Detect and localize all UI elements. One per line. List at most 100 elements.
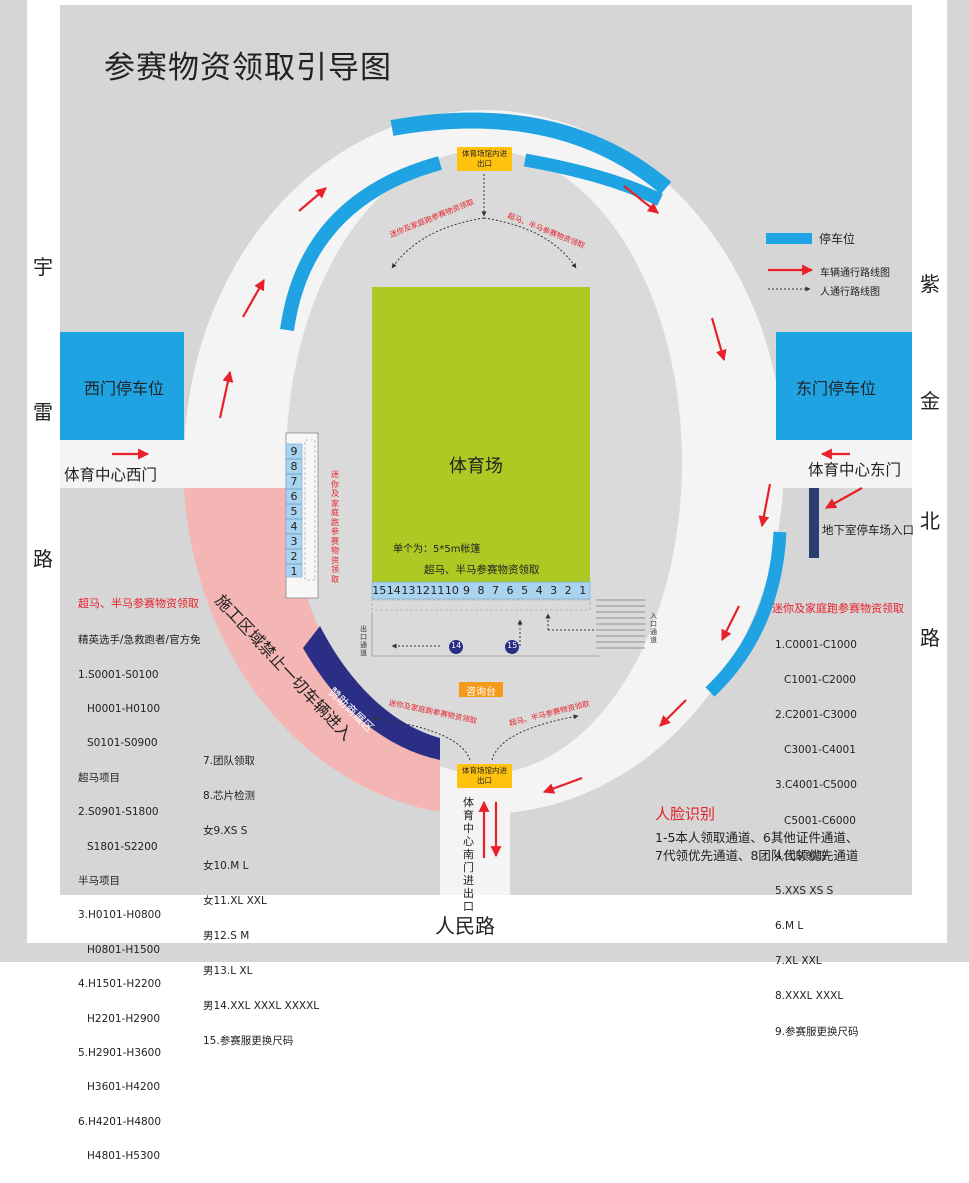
middle-list-item: 7.团队领取 [203, 754, 256, 767]
circle-14 [449, 640, 463, 654]
east-road [912, 0, 947, 962]
map-graphics [0, 0, 969, 962]
side-tent-9: 9 [290, 445, 298, 458]
right-list-item: 3.C4001-C5000 [775, 779, 857, 792]
left-list-item: S0101-S0900 [87, 737, 158, 750]
legend-vehicle-label: 车辆通行路线图 [820, 268, 890, 279]
right-list-item: 7.XL XXL [775, 955, 822, 968]
east-gate-label: 体育中心东门 [808, 461, 902, 479]
left-list-item: 超马项目 [78, 771, 120, 784]
middle-list-item: 8.芯片检测 [203, 789, 256, 802]
left-list-item: 1.S0001-S0100 [78, 668, 159, 681]
west-road-char-3: 路 [33, 547, 53, 571]
left-list-item: H2201-H2900 [87, 1012, 161, 1025]
west-gate-label: 体育中心西门 [64, 466, 158, 484]
tent-unit-label: 单个为：5*5m帐篷 [393, 544, 481, 555]
left-list-item: 4.H1501-H2200 [78, 978, 162, 991]
tent-4: 4 [535, 584, 543, 597]
side-tent-label: 迷你及家庭跑参赛物资领取 [331, 470, 339, 584]
west-parking-label: 西门停车位 [84, 379, 165, 398]
east-road-char-1: 紫 [920, 272, 940, 296]
left-list-item: 3.H0101-H0800 [78, 909, 162, 922]
side-tent-6: 6 [290, 490, 298, 503]
side-tent-column [285, 432, 319, 599]
east-parking [776, 332, 912, 440]
side-tent-7: 7 [290, 475, 298, 488]
right-list-item: C5001-C6000 [784, 814, 856, 827]
right-list-item: C3001-C4001 [784, 744, 856, 757]
tent-8: 8 [477, 584, 485, 597]
north-exit-box [457, 147, 512, 171]
middle-list-item: 15.参赛服更换尺码 [203, 1034, 294, 1047]
parking-arc-east [705, 531, 787, 697]
tent-1: 1 [579, 584, 587, 597]
south-exit-box [457, 764, 512, 788]
tent-7: 7 [492, 584, 500, 597]
left-list-item: 5.H2901-H3600 [78, 1047, 162, 1060]
bottom-tent-row [371, 581, 600, 657]
tent-bottom-numbers: 15 14 13 12 11 10 9 8 7 6 5 4 3 2 1 [372, 583, 590, 599]
middle-list-item: 女10.M L [203, 859, 249, 872]
side-tent-4: 4 [290, 520, 298, 533]
right-list-item: 9.参赛服更换尺码 [775, 1025, 859, 1038]
right-list-item: 1.C0001-C1000 [775, 638, 857, 651]
circle-14-label: 14 [451, 641, 462, 650]
parking-arc-northeast [523, 153, 663, 206]
middle-list: 7.团队领取 8.芯片检测 女9.XS S 女10.M L 女11.XL XXL… [203, 735, 319, 1068]
entry-lanes [596, 599, 645, 649]
left-list-heading: 超马、半马参赛物资领取 [78, 597, 199, 610]
middle-list-item: 女11.XL XXL [203, 894, 267, 907]
stadium-field [372, 287, 590, 585]
right-list-item: C1001-C2000 [784, 673, 856, 686]
east-road-char-3: 北 [920, 509, 940, 533]
consult-desk [459, 682, 503, 697]
face-line-1: 1-5本人领取通道、6其他证件通道、 [655, 830, 859, 845]
south-road [27, 895, 947, 943]
south-exit-label: 体育场馆内进出口 [462, 766, 507, 785]
left-list-item: S1801-S2200 [87, 840, 158, 853]
side-tent-5: 5 [290, 505, 298, 518]
left-list: 精英选手/急救跑者/官方免 1.S0001-S0100 H0001-H0100 … [78, 615, 201, 1183]
face-line-2: 7代领优先通道、8团队代领优先通道 [655, 848, 859, 863]
underground-parking-label: 地下室停车场入口 [822, 523, 914, 537]
right-list-item: 6.M L [775, 920, 804, 933]
middle-list-item: 男12.S M [203, 929, 250, 942]
left-list-item: 半马项目 [78, 875, 120, 888]
east-parking-label: 东门停车位 [796, 379, 877, 398]
tent-6: 6 [506, 584, 514, 597]
middle-list-item: 男14.XXL XXXL XXXXL [203, 999, 320, 1012]
south-gate-label: 体育中心南门进出口 [463, 796, 474, 913]
left-list-item: H3601-H4200 [87, 1081, 161, 1094]
tent-11: 11 [430, 584, 445, 597]
right-list-item: 8.XXXL XXXL [775, 990, 844, 1003]
tent-side-numbers: 9 8 7 6 5 4 3 2 1 [286, 444, 302, 579]
legend-pedestrian-label: 人通行路线图 [820, 287, 880, 298]
left-list-item: 2.S0901-S1800 [78, 806, 159, 819]
left-list-item: 6.H4201-H4800 [78, 1115, 162, 1128]
underground-entrance-bar [809, 488, 819, 558]
right-list-item: 2.C2001-C3000 [775, 708, 857, 721]
sponsor-zone [303, 626, 440, 760]
west-road [27, 0, 60, 962]
middle-list-item: 女9.XS S [203, 824, 248, 837]
tent-13: 13 [401, 584, 416, 597]
side-tent-8: 8 [290, 460, 298, 473]
tent-9: 9 [462, 584, 470, 597]
tent-10: 10 [444, 584, 459, 597]
legend-parking-swatch [766, 233, 812, 244]
left-list-item: 精英选手/急救跑者/官方免 [78, 634, 201, 647]
tent-3: 3 [550, 584, 558, 597]
right-list-heading: 迷你及家庭跑参赛物资领取 [772, 602, 904, 615]
vehicle-arrows [112, 185, 863, 858]
face-heading: 人脸识别 [655, 805, 716, 823]
left-list-item: H4801-H5300 [87, 1150, 161, 1163]
stadium-label: 体育场 [449, 456, 503, 477]
south-road-name: 人民路 [435, 914, 495, 938]
parking-arc-north [390, 112, 672, 195]
side-tent-2: 2 [290, 550, 298, 563]
legend-parking-label: 停车位 [819, 232, 856, 246]
east-road-char-4: 路 [920, 626, 940, 650]
left-list-item: H0001-H0100 [87, 703, 161, 716]
consult-desk-label: 咨询台 [466, 687, 496, 698]
east-entrance-road [760, 440, 912, 488]
